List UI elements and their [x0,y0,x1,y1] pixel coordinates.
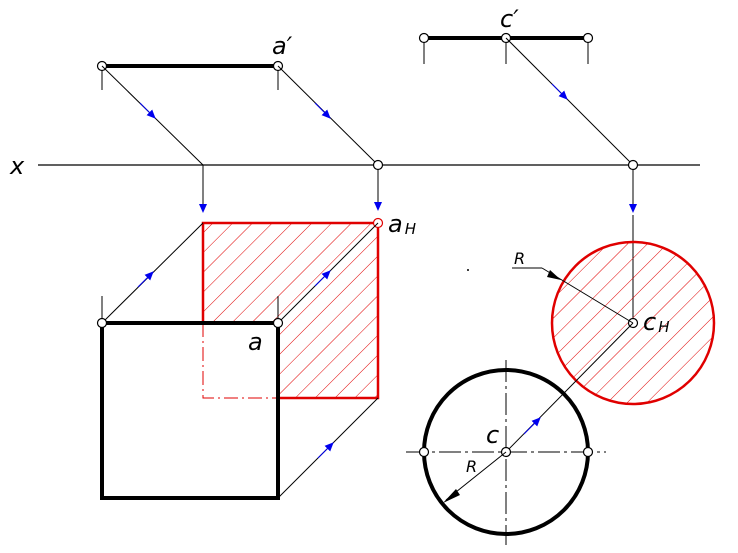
ray-front-a-arrow [314,102,331,119]
ray-front-c [505,37,634,166]
radius-arrow-top [547,270,561,280]
ray-plan-c-arrow [523,417,541,435]
axis-label-x: x [9,152,25,180]
label-radius-bottom: R [466,457,477,476]
point-circle-left [418,446,430,458]
square-shadow-hidden [202,323,278,399]
radius-arrow-bottom [443,489,460,503]
ray-plan-bottom-arrow [317,442,334,459]
point-square-left [96,317,108,329]
label-a-prime: a′ [272,32,293,60]
axis-point-a [372,159,384,171]
axis-point-c [627,159,639,171]
ray-plan-a-arrow [314,270,331,287]
label-c: c [486,421,499,449]
label-c-prime: c′ [500,5,519,33]
point-c-prime-left [418,32,430,44]
ray-plan-topleft-arrow [137,271,154,288]
stray-dot [467,269,469,271]
point-c-prime-right [582,32,594,44]
ray-front-c-arrow [551,83,568,100]
square-object [100,321,280,500]
label-a: a [248,328,263,356]
point-circle-right [582,446,594,458]
ray-front-left-arrow [139,102,156,119]
point-a [272,317,284,329]
circle-shadow-outline [550,240,716,406]
label-radius-top: R [514,249,525,268]
